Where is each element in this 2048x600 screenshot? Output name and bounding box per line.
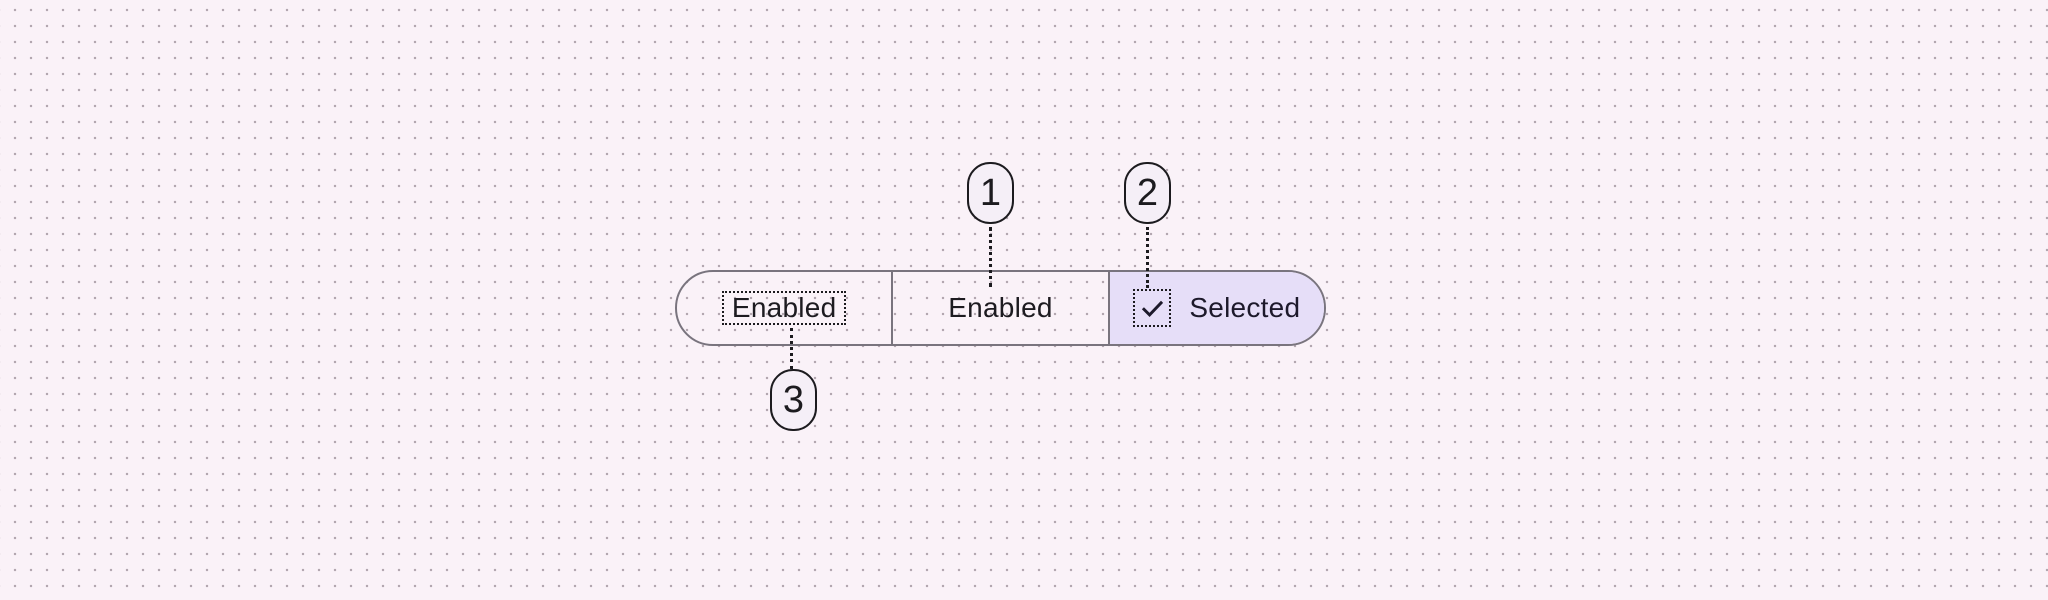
segment-1-label: Enabled xyxy=(721,291,847,325)
segment-selected[interactable]: Selected xyxy=(1107,272,1324,344)
segment-enabled-2[interactable]: Enabled xyxy=(891,272,1107,344)
callout-3-leader-line xyxy=(790,328,793,369)
checkmark-icon xyxy=(1139,295,1166,322)
callout-2-number: 2 xyxy=(1136,171,1159,214)
segment-enabled-1[interactable]: Enabled xyxy=(677,272,891,344)
callout-badge-2: 2 xyxy=(1124,162,1171,224)
callout-1-number: 1 xyxy=(979,171,1002,214)
callout-1-leader-line xyxy=(989,227,992,287)
callout-3-number: 3 xyxy=(782,378,805,421)
callout-2-leader-line xyxy=(1146,227,1149,288)
callout-badge-1: 1 xyxy=(967,162,1014,224)
segmented-button: Enabled Enabled Selected xyxy=(675,270,1326,346)
callout-badge-3: 3 xyxy=(770,369,817,431)
icon-annotation-box xyxy=(1133,289,1172,327)
segment-3-label: Selected xyxy=(1189,292,1301,323)
segment-2-label: Enabled xyxy=(948,292,1053,323)
